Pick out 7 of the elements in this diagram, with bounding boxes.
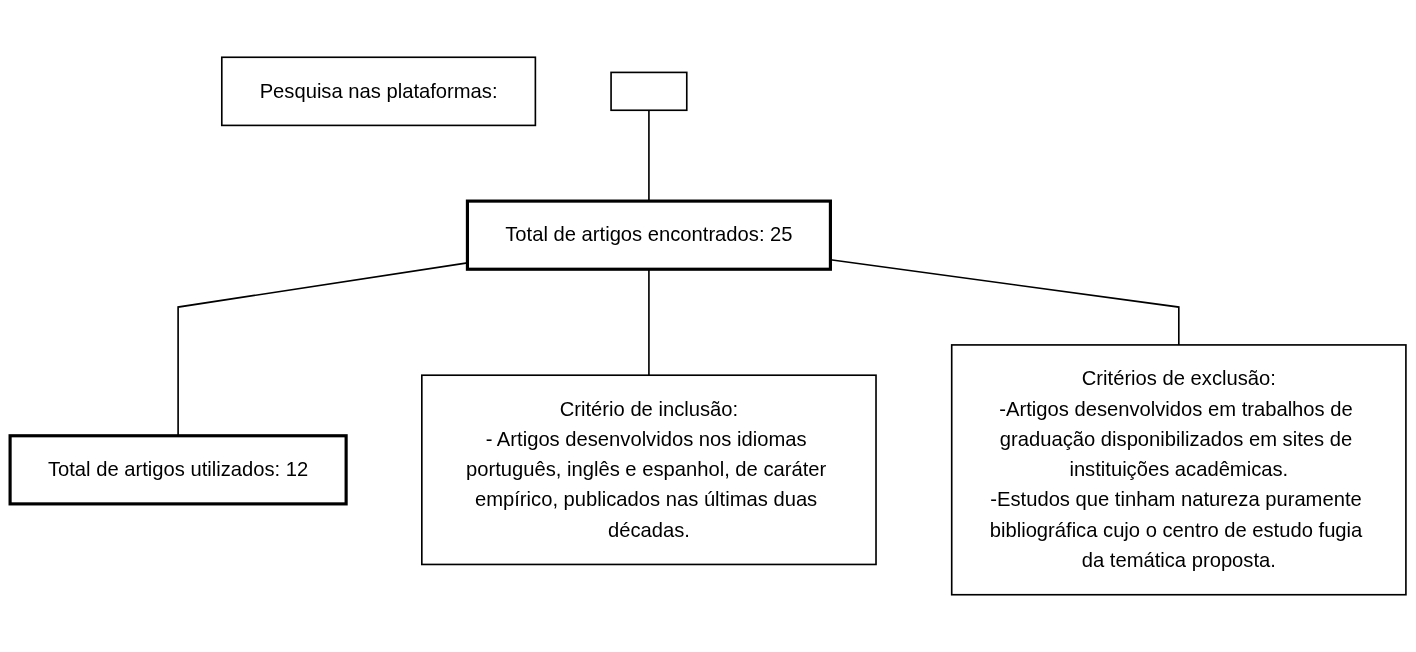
node-box: Pesquisa nas plataformas: xyxy=(220,56,537,127)
node-box: Total de artigos utilizados: 12 xyxy=(8,434,348,506)
node-box: Critérios de exclusão: -Artigos desenvolvidos em trabalhos de graduação disponibilizados em sites de instituições acadêmicas. -Estudos que tinham natureza puramente bibliográfica cujo o centro de estudo fugia da temática proposta. xyxy=(950,344,1407,596)
node-box: Total de artigos encontrados: 25 xyxy=(465,199,832,271)
connector xyxy=(648,109,650,202)
node-box xyxy=(610,71,688,112)
node-box: Critério de inclusão: - Artigos desenvolvidos nos idiomas português, inglês e espanhol, de caráter empírico, publicados nas últimas duas décadas. xyxy=(421,374,877,566)
